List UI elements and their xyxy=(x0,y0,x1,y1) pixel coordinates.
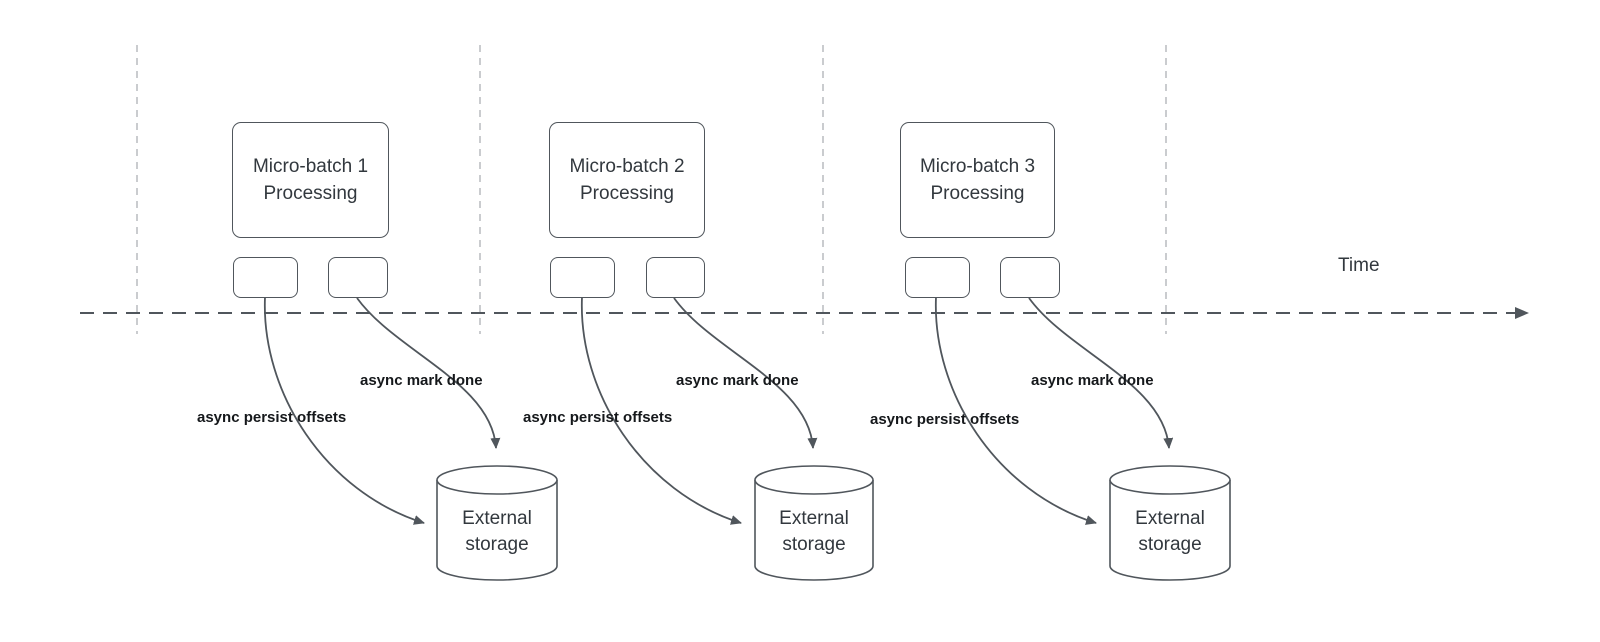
microbatch-2-persist-task-box xyxy=(550,257,615,298)
microbatch-3-title-line2: Processing xyxy=(930,183,1025,204)
persist-arrow-3 xyxy=(935,296,1097,525)
microbatch-1-done-task-box xyxy=(328,257,388,298)
external-storage-1-line1: External xyxy=(462,508,532,529)
microbatch-3-persist-task-box xyxy=(905,257,970,298)
microbatch-2-title-line1: Micro-batch 2 xyxy=(569,156,685,177)
external-storage-3-line1: External xyxy=(1135,508,1205,529)
microbatch-2-title-line2: Processing xyxy=(580,183,674,204)
mark-done-label-1: async mark done xyxy=(360,372,483,389)
microbatch-2-box: Micro-batch 2 Processing xyxy=(549,122,705,238)
external-storage-label-3: External storage xyxy=(1110,506,1230,558)
persist-offsets-label-3: async persist offsets xyxy=(870,411,1020,428)
external-storage-2-line2: storage xyxy=(782,534,846,555)
microbatch-3-box: Micro-batch 3 Processing xyxy=(900,122,1055,238)
external-storage-label-1: External storage xyxy=(437,506,557,558)
microbatch-3-done-task-box xyxy=(1000,257,1060,298)
mark-done-label-3: async mark done xyxy=(1031,372,1154,389)
mark-done-label-2: async mark done xyxy=(676,372,799,389)
microbatch-1-box: Micro-batch 1 Processing xyxy=(232,122,389,238)
microbatch-1-title-line1: Micro-batch 1 xyxy=(252,156,369,177)
external-storage-1-line2: storage xyxy=(465,534,529,555)
external-storage-3-line2: storage xyxy=(1138,534,1202,555)
microbatch-1-persist-task-box xyxy=(233,257,298,298)
external-storage-2-line1: External xyxy=(779,508,849,529)
time-axis-label: Time xyxy=(1338,255,1380,276)
microbatch-3-title-line1: Micro-batch 3 xyxy=(919,156,1036,177)
external-storage-label-2: External storage xyxy=(755,506,873,558)
persist-offsets-label-2: async persist offsets xyxy=(523,409,673,426)
microbatch-1-title-line2: Processing xyxy=(263,183,358,204)
microbatch-2-done-task-box xyxy=(646,257,705,298)
persist-offsets-label-1: async persist offsets xyxy=(197,409,347,426)
